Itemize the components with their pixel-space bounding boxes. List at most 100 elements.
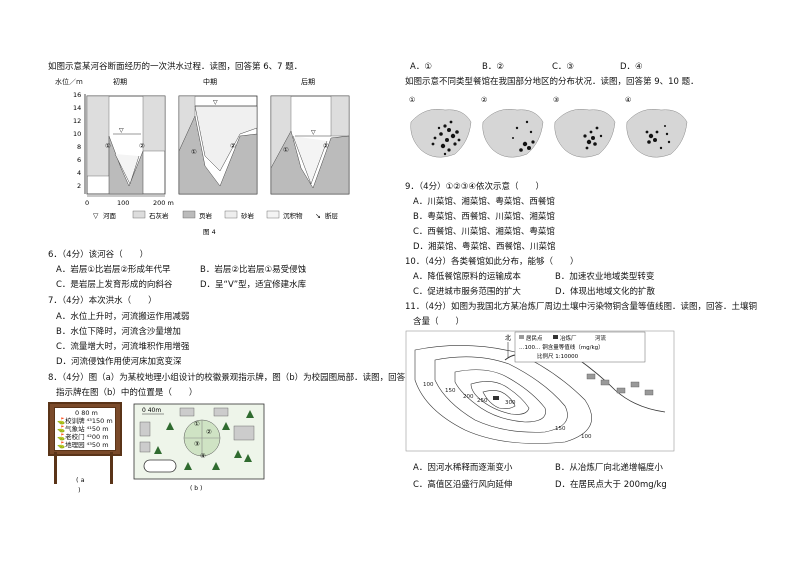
q7-option-c: C．流量增大时，河流堆积作用增强 [56, 342, 190, 352]
intro-9-10: 如图示意不同类型餐馆在我国部分地区的分布状况．读图，回答第 9、10 题． [405, 77, 699, 87]
q9-stem: 9．（4分）①②③④依次示意（ ） [405, 182, 545, 192]
map-scale: 0 40m [142, 407, 161, 414]
panel-mid: ▽ ① ② [178, 95, 258, 195]
q7-option-b: B．水位下降时，河流含沙量增加 [56, 327, 181, 337]
sign-dist: ⁴³150 m [86, 417, 113, 425]
figure-4-svg: 水位／m 16 14 12 10 8 6 4 2 初期 中期 后期 ▽ ① ② [55, 77, 350, 236]
mark: ① [105, 142, 111, 150]
caption-b: ( b ) [190, 485, 202, 492]
ytick: 12 [73, 117, 81, 125]
ytick: 10 [73, 130, 81, 138]
xtick: 0 [85, 199, 89, 207]
ytick: 2 [77, 182, 81, 190]
q8-option-a: A．① [410, 62, 432, 72]
map-mark: ④ [200, 452, 206, 460]
q8-option-b: B．② [482, 62, 504, 72]
panel-title-mid: 中期 [203, 77, 217, 86]
sign-scale: 0 80 m [75, 409, 98, 417]
mark: ② [230, 142, 236, 150]
sign-row: ⛳气象站 ⁴¹50 m [57, 425, 109, 433]
q9-option-b: B．粤菜馆、西餐馆、川菜馆、湘菜馆 [413, 212, 555, 222]
fig4-ylabel: 水位／m [55, 77, 83, 86]
panel-title-late: 后期 [301, 77, 315, 86]
legend-item: 沉积物 [283, 211, 303, 220]
panel-title-early: 初期 [113, 77, 127, 86]
map-4: ④ [625, 96, 688, 158]
sign-item: 气象站 [65, 425, 85, 433]
legend-item: 居民点 [526, 335, 543, 342]
mark: ② [323, 142, 329, 150]
mark: ① [283, 146, 289, 154]
map-3: ③ [553, 96, 616, 158]
sign-figure-a: 0 80 m ⛳校训牌 ⁴³150 m ⛳气象站 ⁴¹50 m ⛳老校门 ⁴²0… [48, 402, 124, 494]
panel-early: ▽ ① ② [86, 95, 166, 195]
q6-option-b: B．岩层②比岩层①易受侵蚀 [200, 265, 307, 275]
q11-option-d: D．在居民点大于 200mg/kg [555, 480, 667, 490]
mark: ① [191, 148, 197, 156]
caption-a-close: ) [78, 486, 81, 494]
q8-stem-1: 8．（4分）图（a）为某校地理小组设计的校徽景观指示牌，图（b）为校园图局部．读… [48, 373, 414, 383]
sign-dist: ⁴³50 m [86, 441, 109, 449]
q9-option-a: A．川菜馆、湘菜馆、粤菜馆、西餐馆 [413, 197, 555, 207]
q10-option-b: B．加速农业地域类型转变 [555, 272, 655, 282]
q6-option-c: C．是岩层上发育形成的向斜谷 [56, 280, 173, 290]
campus-map-b: 0 40m ① ② ③ ④ ( b ) [130, 402, 270, 494]
q8-stem-2: 指示牌在图（b）中的位置是（ ） [56, 388, 198, 398]
map-label: ② [481, 96, 487, 104]
map-2: ② [481, 96, 544, 158]
sign-row: ⛳老校门 ⁴²00 m [57, 433, 109, 441]
svg-text:↘: ↘ [315, 212, 321, 220]
q8-option-d: D．④ [620, 62, 643, 72]
q8-option-c: C．③ [552, 62, 575, 72]
ytick: 4 [77, 169, 81, 177]
legend-item: 冶炼厂 [560, 334, 577, 342]
ytick: 16 [73, 91, 81, 99]
contour-legend: 北 居民点 冶炼厂 河流 …100… 铜含量等值线（mg/kg） 比例尺 1:1… [505, 331, 646, 363]
map-label: ① [409, 96, 415, 104]
q7-option-a: A．水位上升时，河流搬运作用减弱 [56, 312, 190, 322]
ytick: 6 [77, 156, 81, 164]
q7-stem: 7．（4分）本次洪水（ ） [48, 296, 157, 306]
xtick: 200 m [153, 199, 174, 207]
legend-item: 石灰岩 [149, 211, 169, 220]
sign-item: 老校门 [65, 433, 85, 441]
q6-option-d: D．呈“V”型，适宜修建水库 [200, 280, 307, 290]
fig4-legend: ▽ 河面 石灰岩 页岩 砂岩 沉积物 ↘ 断层 [93, 210, 339, 220]
q9-option-d: D．湘菜馆、粤菜馆、西餐馆、川菜馆 [413, 242, 556, 252]
mark: ② [139, 142, 145, 150]
campus-map-svg: 0 40m ① ② ③ ④ ( b ) [133, 403, 265, 492]
contour-label: 100 [423, 382, 434, 388]
contour-map-svg: 100 150 200 250 300 150 100 北 居民点 冶炼厂 河流… [405, 330, 675, 452]
map-1: ① [409, 96, 472, 158]
map-mark: ① [194, 420, 200, 428]
svg-text:▽: ▽ [213, 99, 218, 106]
q11-option-b: B．从冶炼厂向北递增幅度小 [555, 463, 663, 473]
sign-item: 地理园 [65, 441, 85, 449]
svg-text:▽: ▽ [119, 127, 124, 134]
q10-option-d: D．体现出地域文化的扩散 [555, 287, 656, 297]
panel-late: ▽ ① ② [270, 95, 350, 195]
svg-text:▽: ▽ [93, 212, 99, 220]
legend-item: 河面 [103, 212, 117, 220]
q10-stem: 10．（4分）各类餐馆如此分布，能够（ ） [405, 257, 579, 267]
contour-label: 200 [463, 394, 474, 400]
legend-item: 砂岩 [241, 211, 255, 220]
ytick: 8 [77, 143, 81, 151]
contour-label: 150 [445, 388, 456, 394]
contour-label: 150 [555, 426, 566, 432]
flag-icon: ⛳ [57, 441, 66, 449]
legend-item: 河流 [595, 334, 607, 342]
sign-row: ⛳地理园 ⁴³50 m [57, 441, 109, 449]
map-label: ③ [553, 96, 559, 104]
restaurant-maps: ① ② ③ [405, 92, 695, 168]
q11-stem-2: 含量（ ） [413, 317, 465, 327]
flag-icon: ⛳ [57, 425, 66, 433]
q9-option-c: C．西餐馆、川菜馆、湘菜馆、粤菜馆 [413, 227, 555, 237]
contour-label: 300 [505, 400, 516, 406]
fig4-caption: 图 4 [203, 228, 216, 236]
q10-option-a: A．降低餐馆原料的运输成本 [413, 272, 521, 282]
q10-option-c: C．促进城市服务范围的扩大 [413, 287, 521, 297]
flag-icon: ⛳ [57, 417, 66, 425]
contour-label: 250 [477, 398, 488, 404]
q11-option-a: A．因河水稀释而逐渐变小 [413, 463, 513, 473]
